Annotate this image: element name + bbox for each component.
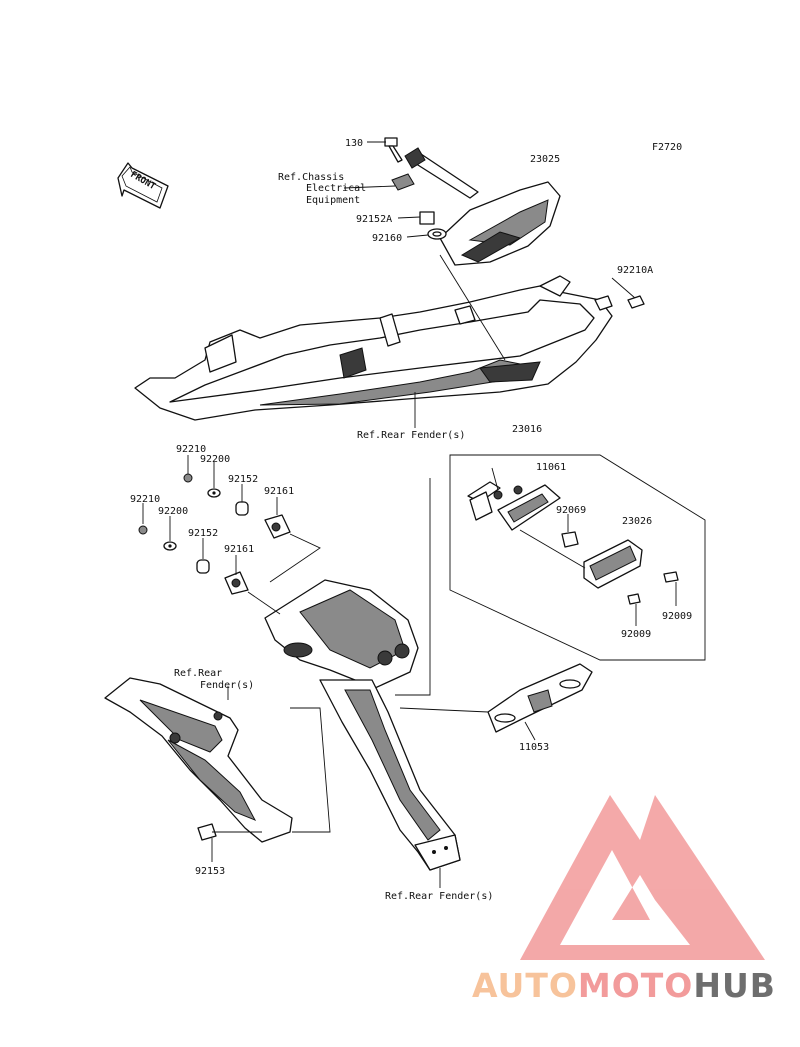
- bolt-130: [384, 137, 403, 163]
- label-92210-b: 92210: [130, 494, 160, 505]
- leader-lines: [142, 141, 677, 888]
- clip-92152A: [391, 173, 435, 225]
- part-labels: 130 Ref.Chassis Electrical Equipment 921…: [130, 138, 692, 902]
- screw-92153: [197, 823, 217, 841]
- tail-light-11061: [467, 481, 561, 531]
- label-92161-a: 92161: [264, 486, 294, 497]
- grommet-92210A: [627, 295, 645, 309]
- label-23016: 23016: [512, 424, 542, 435]
- svg-text:AUTOMOTOHUB: AUTOMOTOHUB: [472, 966, 776, 1005]
- figure-code: F2720: [652, 142, 682, 153]
- label-92152-b: 92152: [188, 528, 218, 539]
- automotohub-logo: AUTOMOTOHUB: [472, 795, 776, 1005]
- label-ref-rear-fender-top: Ref.Rear Fender(s): [357, 430, 465, 441]
- label-ref-rear-fender-bottom: Ref.Rear Fender(s): [385, 891, 493, 902]
- tail-light-lens-23026: [583, 539, 643, 589]
- bulb-92069: [561, 531, 579, 548]
- screws-92009: [627, 571, 679, 605]
- watermark-part1: AUTO: [472, 966, 578, 1005]
- tail-light-assembly-box: [449, 454, 706, 661]
- watermark-part3: HUB: [693, 966, 776, 1005]
- label-92161-b: 92161: [224, 544, 254, 555]
- label-92160: 92160: [372, 233, 402, 244]
- label-92200-b: 92200: [158, 506, 188, 517]
- label-130: 130: [345, 138, 363, 149]
- label-92210A: 92210A: [617, 265, 653, 276]
- small-parts-left: [138, 473, 291, 595]
- label-ref-chassis-3: Equipment: [306, 195, 360, 206]
- license-bracket: [264, 579, 461, 871]
- label-92153: 92153: [195, 866, 225, 877]
- label-92009-b: 92009: [621, 629, 651, 640]
- rear-fender-left-part: [104, 677, 293, 843]
- label-ref-chassis: Ref.Chassis: [278, 172, 344, 183]
- label-92152A: 92152A: [356, 214, 392, 225]
- label-ref-chassis-2: Electrical: [306, 183, 366, 194]
- label-92210-a: 92210: [176, 444, 206, 455]
- label-11061: 11061: [536, 462, 566, 473]
- label-92200-a: 92200: [200, 454, 230, 465]
- front-arrow-icon: FRONT: [117, 162, 169, 209]
- grommet-92160: [427, 228, 447, 240]
- rear-fender-main: [134, 275, 613, 421]
- tail-cowl-23025: [404, 147, 561, 266]
- label-ref-rear-fender-left-1: Ref.Rear: [174, 668, 222, 679]
- label-92152-a: 92152: [228, 474, 258, 485]
- watermark-part2: MOTO: [578, 966, 693, 1005]
- label-23025: 23025: [530, 154, 560, 165]
- label-92009-a: 92009: [662, 611, 692, 622]
- label-ref-rear-fender-left-2: Fender(s): [200, 680, 254, 691]
- label-11053: 11053: [519, 742, 549, 753]
- label-23026: 23026: [622, 516, 652, 527]
- label-92069: 92069: [556, 505, 586, 516]
- bracket-11053: [487, 663, 593, 733]
